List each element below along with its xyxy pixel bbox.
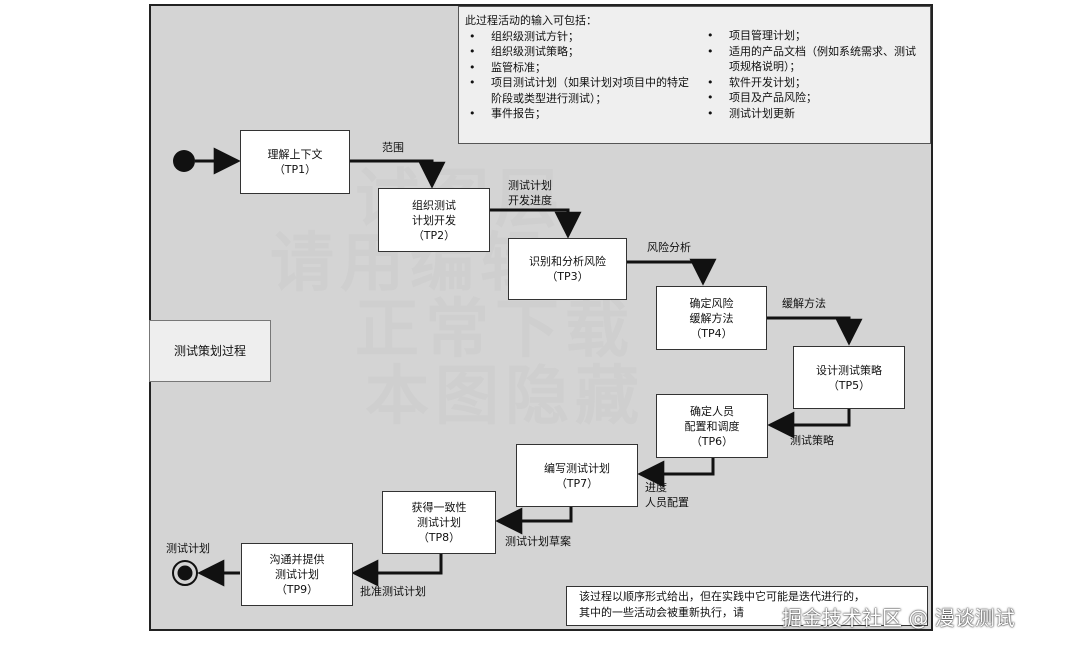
arrow-tp8-tp9: [351, 554, 443, 587]
arrow-tp4-tp5: [767, 316, 863, 346]
input-item: 组织级测试方针；: [465, 29, 690, 45]
arrow-tp3-tp4: [627, 258, 717, 286]
step-tp2: 组织测试 计划开发 （TP2）: [378, 188, 490, 252]
step-tp5: 设计测试策略 （TP5）: [793, 346, 905, 409]
start-node: [173, 150, 195, 172]
arrow-tp2-tp3: [490, 208, 582, 239]
step-code: （TP9）: [275, 583, 319, 596]
step-code: （TP2）: [412, 228, 456, 242]
arrow-tp1-tp2: [350, 159, 446, 189]
flow-label-end: 测试计划: [166, 542, 210, 555]
input-item: 组织级测试策略；: [465, 44, 690, 60]
step-tp6: 确定人员 配置和调度 （TP6）: [656, 394, 768, 458]
step-code: （TP6）: [690, 434, 734, 448]
step-name: 组织测试 计划开发: [412, 198, 456, 227]
process-label-text: 测试策划过程: [173, 343, 246, 358]
input-item: 监管标准；: [465, 60, 690, 76]
flow-label-staffing: 进度 人员配置: [645, 481, 689, 509]
flow-label-approved: 批准测试计划: [360, 585, 426, 598]
note-line-2: 其中的一些活动会被重新执行，请: [579, 606, 744, 619]
step-tp8: 获得一致性 测试计划 （TP8）: [382, 491, 496, 554]
step-name: 确定人员 配置和调度: [684, 404, 740, 433]
arrow-tp7-tp8: [495, 507, 573, 535]
flow-label-strategy: 测试策略: [790, 434, 834, 447]
step-code: （TP7）: [555, 476, 599, 490]
input-item: 软件开发计划；: [703, 75, 925, 91]
note-line-1: 该过程以顺序形式给出，但在实践中它可能是迭代进行的，: [579, 590, 865, 603]
flow-label-scope: 范围: [382, 141, 404, 154]
input-item: 事件报告；: [465, 106, 690, 122]
step-tp1: 理解上下文 （TP1）: [240, 130, 350, 194]
step-name: 识别和分析风险: [529, 255, 606, 268]
step-name: 编写测试计划: [544, 461, 610, 475]
step-name: 沟通并提供 测试计划: [269, 553, 325, 581]
step-code: （TP5）: [827, 378, 871, 392]
step-code: （TP4）: [690, 326, 733, 340]
flow-label-mitigation: 缓解方法: [782, 297, 826, 310]
step-name: 确定风险 缓解方法: [689, 296, 734, 325]
flow-label-draft: 测试计划草案: [505, 535, 571, 548]
step-name: 设计测试策略: [816, 363, 882, 377]
footer-watermark: 掘金技术社区 @ 漫谈测试: [782, 606, 1015, 630]
step-code: （TP1）: [273, 163, 317, 176]
step-name: 获得一致性 测试计划: [411, 501, 467, 529]
end-node-core: [177, 565, 193, 581]
inputs-left-list: 组织级测试方针； 组织级测试策略； 监管标准； 项目测试计划（如果计划对项目中的…: [465, 29, 690, 122]
input-item: 项目及产品风险；: [703, 90, 925, 106]
step-tp4: 确定风险 缓解方法 （TP4）: [656, 286, 767, 350]
step-name: 理解上下文: [267, 148, 323, 161]
inputs-right-list: 项目管理计划； 适用的产品文档（例如系统需求、测试项规格说明）； 软件开发计划；…: [703, 28, 925, 121]
inputs-title: 此过程活动的输入可包括：: [465, 14, 597, 27]
step-tp7: 编写测试计划 （TP7）: [516, 444, 638, 507]
inputs-box: 此过程活动的输入可包括： 组织级测试方针； 组织级测试策略； 监管标准； 项目测…: [458, 6, 931, 144]
input-item: 测试计划更新: [703, 106, 925, 122]
process-label: 测试策划过程: [149, 320, 271, 382]
arrow-tp6-tp7: [637, 458, 715, 488]
iteration-note: 该过程以顺序形式给出，但在实践中它可能是迭代进行的， 其中的一些活动会被重新执行…: [566, 586, 928, 626]
step-tp9: 沟通并提供 测试计划 （TP9）: [241, 543, 353, 606]
arrow-tp5-tp6: [767, 409, 851, 439]
input-item: 适用的产品文档（例如系统需求、测试项规格说明）；: [703, 44, 925, 75]
input-item: 项目测试计划（如果计划对项目中的特定阶段或类型进行测试）；: [465, 75, 690, 106]
input-item: 项目管理计划；: [703, 28, 925, 44]
step-code: （TP3）: [546, 270, 589, 283]
step-tp3: 识别和分析风险 （TP3）: [508, 238, 627, 300]
flow-label-risk-analysis: 风险分析: [647, 241, 691, 254]
end-node-ring: [172, 560, 198, 586]
flow-label-schedule: 测试计划 开发进度: [508, 179, 552, 207]
step-code: （TP8）: [417, 531, 461, 544]
